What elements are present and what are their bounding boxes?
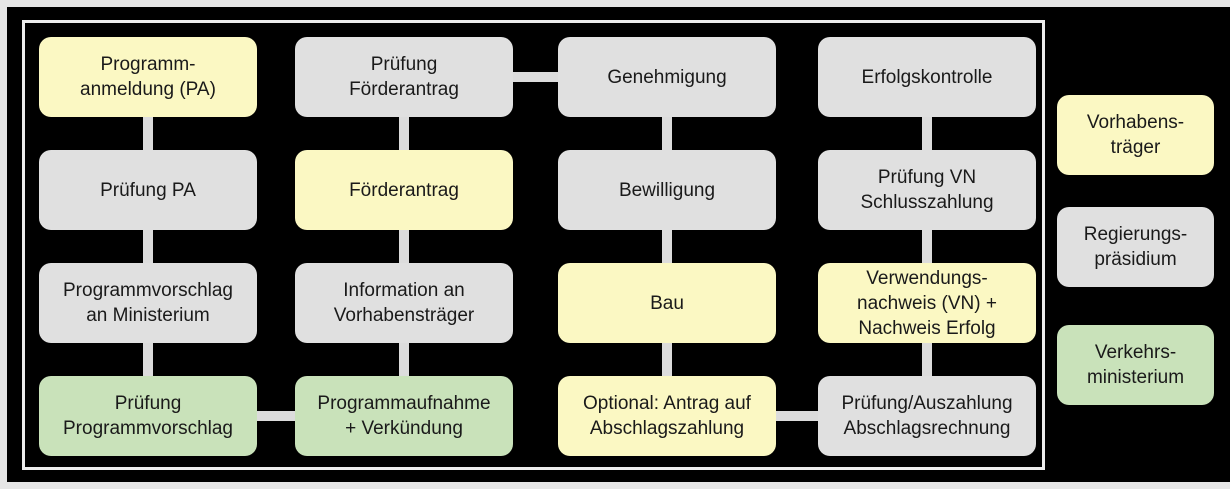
step-programmaufnahme-verkuendung: Programmaufnahme + Verkündung <box>295 376 513 456</box>
connector-col1-vertical <box>143 77 153 416</box>
connector-col2-vertical <box>399 77 409 416</box>
connector-col4-vertical <box>922 77 932 416</box>
step-bewilligung: Bewilligung <box>558 150 776 230</box>
step-bau: Bau <box>558 263 776 343</box>
step-pruefung-auszahlung-abschlagsrechnung: Prüfung/Auszahlung Abschlagsrechnung <box>818 376 1036 456</box>
step-optional-antrag-abschlagszahlung: Optional: Antrag auf Abschlagszahlung <box>558 376 776 456</box>
connector-row4-col3-col4 <box>667 411 927 421</box>
connector-row4-col1-col2 <box>148 411 404 421</box>
legend-item-vorhabenstraeger: Vorhabens- träger <box>1057 95 1214 175</box>
step-information-an-vorhabenstraeger: Information an Vorhabensträger <box>295 263 513 343</box>
step-erfolgskontrolle: Erfolgskontrolle <box>818 37 1036 117</box>
connector-col3-vertical <box>662 77 672 416</box>
step-pruefung-pa: Prüfung PA <box>39 150 257 230</box>
step-programmvorschlag-an-ministerium: Programmvorschlag an Ministerium <box>39 263 257 343</box>
step-pruefung-programmvorschlag: Prüfung Programmvorschlag <box>39 376 257 456</box>
connector-row1-col2-col3 <box>404 72 667 82</box>
step-pruefung-vn-schlusszahlung: Prüfung VN Schlusszahlung <box>818 150 1036 230</box>
step-pruefung-foerderantrag: Prüfung Förderantrag <box>295 37 513 117</box>
process-frame-border <box>22 20 1045 470</box>
step-verwendungsnachweis-nachweis-erfolg: Verwendungs- nachweis (VN) + Nachweis Er… <box>818 263 1036 343</box>
step-foerderantrag: Förderantrag <box>295 150 513 230</box>
legend-item-verkehrsministerium: Verkehrs- ministerium <box>1057 325 1214 405</box>
step-programmanmeldung-pa: Programm- anmeldung (PA) <box>39 37 257 117</box>
step-genehmigung: Genehmigung <box>558 37 776 117</box>
legend-item-regierungspraesidium: Regierungs- präsidium <box>1057 207 1214 287</box>
